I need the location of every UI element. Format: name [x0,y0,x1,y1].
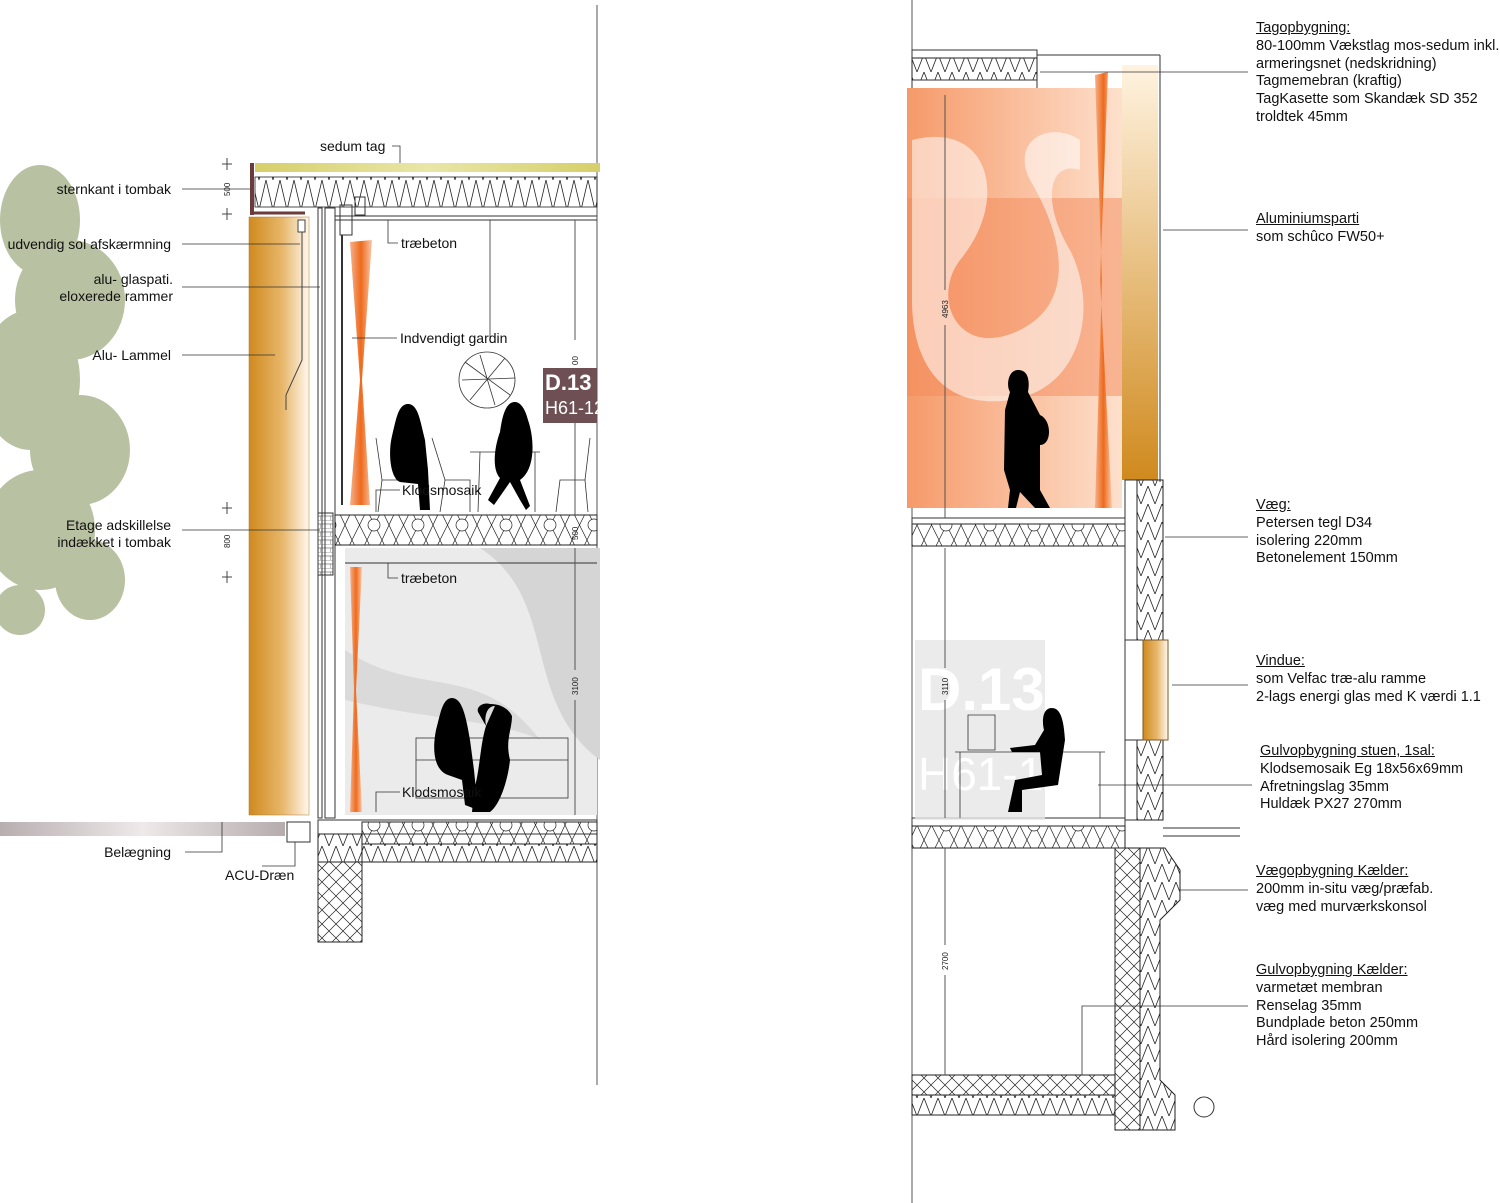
dim-room-lower: 3100 [571,677,580,695]
alu-lammel-panel [248,216,310,816]
aluminium-panel [1122,65,1158,480]
label-etage-line1: Etage adskillelse [65,517,171,533]
dim-room-upper: 00 [571,356,580,365]
note-line: Klodsemosaik Eg 18x56x69mm [1260,760,1464,777]
note-gulv-stuen: Gulvopbygning stuen, 1sal: Klodsemosaik … [1260,743,1463,814]
note-line: væg med murværkskonsol [1256,898,1427,915]
curtain-upper [350,240,372,505]
note-line: 200mm in-situ væg/præfab. [1256,880,1434,897]
label-klodsmosaik-upper: Klodsmosaik [402,482,482,498]
label-sternkant: sternkant i tombak [56,181,171,197]
label-sedum-tag: sedum tag [320,138,386,154]
window-frame [1142,639,1169,741]
note-vindue: Vindue: som Velfac træ-alu ramme 2-lags … [1256,653,1481,706]
note-aluminiumsparti: Aluminiumsparti som schûco FW50+ [1256,211,1385,247]
label-glaspati-line2: eloxerede rammer [59,288,173,304]
note-line: TagKasette som Skandæk SD 352 [1256,91,1478,108]
dim-slab: 500 [571,526,580,540]
label-traebeton-upper: træbeton [401,235,458,251]
note-vaeg: Væg: Petersen tegl D34 isolering 220mm B… [1256,497,1398,568]
note-title: Gulvopbygning Kælder: [1256,962,1408,978]
label-glaspati-line1: alu- glaspati. [93,271,173,287]
note-line: som Velfac træ-alu ramme [1256,670,1427,687]
pendant-lamp [458,351,516,409]
label-alu-lammel: Alu- Lammel [92,347,171,363]
note-gulv-kaelder: Gulvopbygning Kælder: varmetæt membran R… [1256,962,1418,1051]
dim-upper: 4963 [941,300,950,318]
note-line: Afretningslag 35mm [1260,778,1389,795]
note-line: Bundplade beton 250mm [1256,1015,1419,1032]
note-tagopbygning: Tagopbygning: 80-100mm Vækstlag mos-sedu… [1256,20,1499,127]
poster-left-line2: H61-12 [545,398,604,418]
label-glaspati: alu- glaspati.eloxerede rammer [59,271,173,305]
note-title: Vindue: [1256,653,1305,669]
note-line: Tagmemebran (kraftig) [1256,73,1402,90]
note-line: Hård isolering 200mm [1256,1033,1398,1050]
tree-foliage [0,165,130,635]
note-line: troldtek 45mm [1256,108,1348,125]
label-acu-draen: ACU-Dræn [225,867,295,883]
label-sol-afskaermning: udvendig sol afskærmning [7,236,171,252]
note-line: 80-100mm Vækstlag mos-sedum inkl. [1256,37,1500,54]
note-line: Huldæk PX27 270mm [1260,796,1402,813]
label-belaegning: Belægning [104,844,171,860]
note-line: Petersen tegl D34 [1256,514,1373,531]
right-section: D.13 H61-12 4963 3110 2700 [907,0,1240,1203]
note-line: armeringsnet (nedskridning) [1256,55,1437,72]
note-line: 2-lags energi glas med K værdi 1.1 [1256,688,1481,705]
poster-left [543,368,597,423]
note-title: Væg: [1256,497,1291,513]
note-title: Vægopbygning Kælder: [1256,863,1409,879]
note-title: Gulvopbygning stuen, 1sal: [1260,743,1435,759]
dim-middle: 3110 [941,677,950,695]
dim-basement: 2700 [941,952,950,970]
note-title: Tagopbygning: [1256,20,1351,36]
people-silhouettes [390,402,533,812]
people-silhouettes-right [1004,370,1065,812]
note-line: som schûco FW50+ [1256,228,1385,245]
label-gardin: Indvendigt gardin [400,330,508,346]
note-line: varmetæt membran [1256,979,1383,996]
note-title: Aluminiumsparti [1256,211,1360,227]
note-line: isolering 220mm [1256,532,1363,549]
note-line: Renselag 35mm [1256,997,1362,1014]
label-traebeton-lower: træbeton [401,570,458,586]
poster-right [915,640,1045,820]
note-vaeg-kaelder: Vægopbygning Kælder: 200mm in-situ væg/p… [1256,863,1433,916]
poster-right-line1: D.13 [918,656,1045,723]
note-line: Betonelement 150mm [1256,550,1398,567]
curtain-lower [350,567,362,812]
leader-lines [182,71,1252,1075]
dim-floor-sep: 800 [223,534,232,548]
label-etage-line2: indækket i tombak [57,534,171,550]
label-klodsmosaik-lower: Klodsmosaik [402,784,482,800]
left-section: 500 800 500 3100 00 D.13 H61-12 [0,5,604,1085]
poster-left-line1: D.13 [545,370,591,395]
